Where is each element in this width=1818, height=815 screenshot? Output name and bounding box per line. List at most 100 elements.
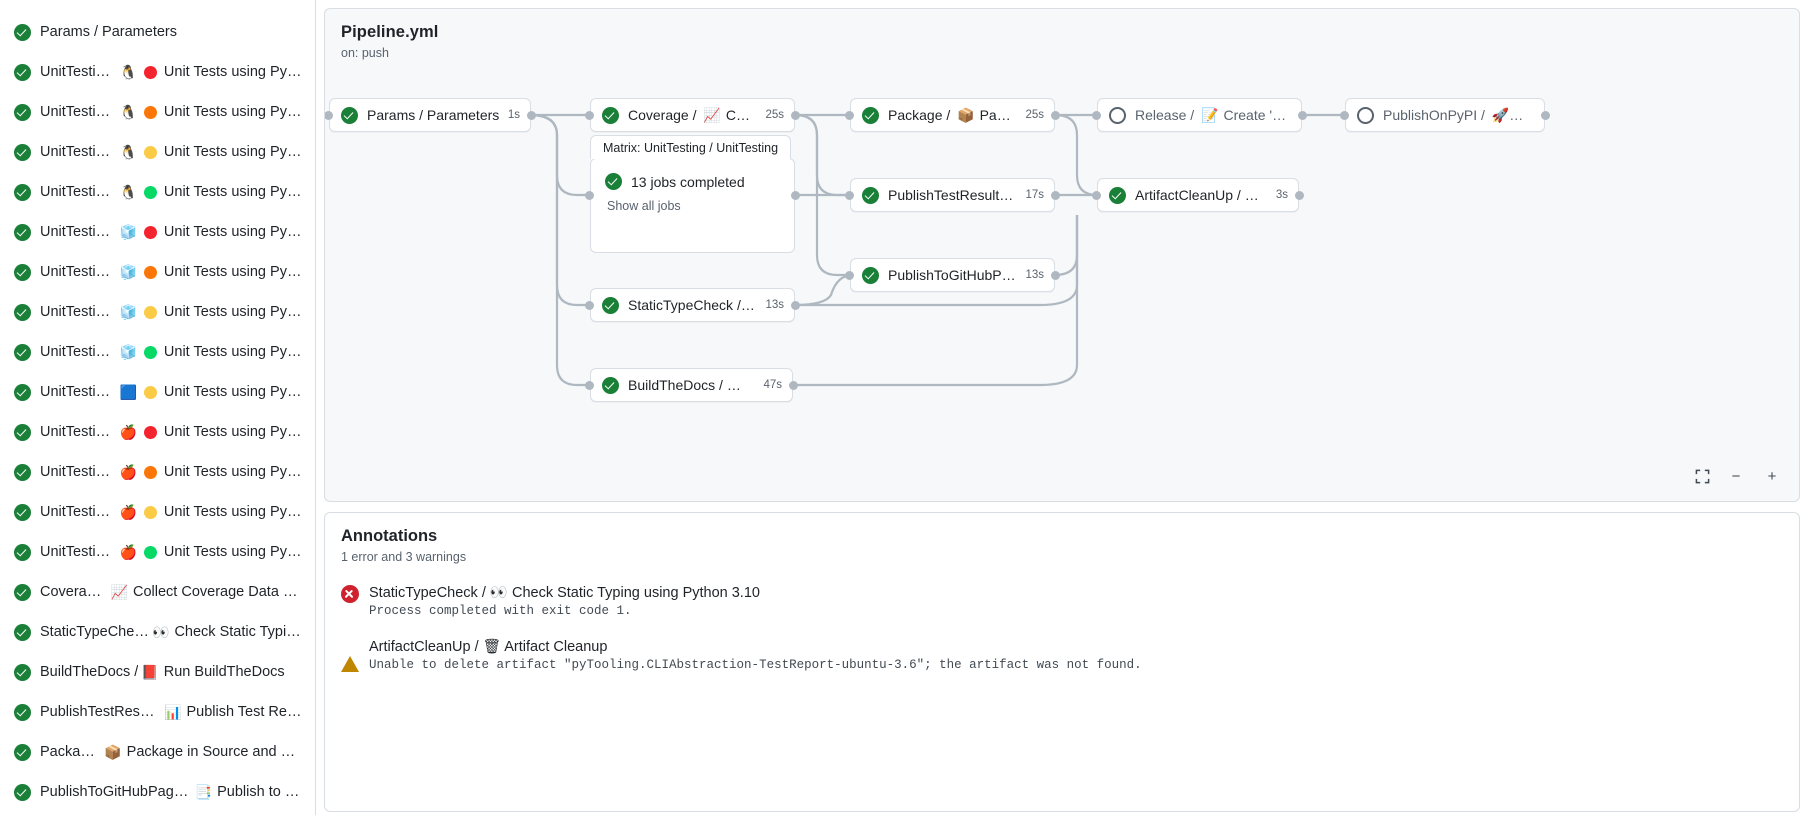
graph-node-label-secondary: Run Buil... [752,377,755,393]
status-success-icon [602,296,619,314]
graph-node-cleanup[interactable]: ArtifactCleanUp / 🗑Artifac...3s [1097,178,1299,212]
graph-node-coverage[interactable]: Coverage / 📈Collect Cove...25s [590,98,795,132]
job-emoji-icon: 🧊 [119,344,137,360]
sidebar-job-item[interactable]: Coverage / 📈Collect Coverage Data usi... [4,572,311,612]
graph-node-label-primary: StaticTypeCheck / [628,297,745,313]
job-emoji-icon: 🍎 [119,504,137,520]
graph-node-testresults[interactable]: PublishTestResults / 📊Pu...17s [850,178,1055,212]
sidebar-job-item[interactable]: UnitTesting / 🧊Unit Tests using Pyth... [4,252,311,292]
graph-node-release[interactable]: Release / 📝Create 'Release P... [1097,98,1302,132]
graph-node-duration: 17s [1025,189,1044,201]
sidebar-job-label: Package / [40,744,102,760]
sidebar-job-label-secondary: Collect Coverage Data usi... [133,584,305,600]
sidebar-job-item[interactable]: UnitTesting / 🍎Unit Tests using Pyth... [4,532,311,572]
job-emoji-icon: 🐧 [119,184,137,200]
sidebar-job-item[interactable]: Params / Parameters [4,12,311,52]
annotations-list: StaticTypeCheck / 👀 Check Static Typing … [325,564,1799,672]
sidebar-job-label: PublishTestResults / [40,704,162,720]
annotations-card: Annotations 1 error and 3 warnings Stati… [324,512,1800,812]
graph-node-builddocs[interactable]: BuildTheDocs / 📕Run Buil...47s [590,368,793,402]
sidebar-job-label: Coverage / [40,584,108,600]
os-color-dot-icon [143,105,157,119]
status-success-icon [862,106,879,124]
graph-node-ghpages[interactable]: PublishToGitHubPages / 📑...13s [850,258,1055,292]
graph-node-duration: 25s [1025,109,1044,121]
sidebar-job-item[interactable]: BuildTheDocs / 📕Run BuildTheDocs [4,652,311,692]
sidebar-job-label-secondary: Unit Tests using Pyth... [163,264,305,280]
sidebar-job-label-secondary: Run BuildTheDocs [163,664,285,680]
sidebar-job-item[interactable]: UnitTesting / 🐧Unit Tests using Pyth... [4,172,311,212]
status-pending-icon [1357,106,1374,124]
os-color-dot-icon [143,345,157,359]
graph-node-label-primary: ArtifactCleanUp / [1135,187,1245,203]
sidebar-job-label: BuildTheDocs / [40,664,139,680]
graph-node-package[interactable]: Package / 📦Package in So...25s [850,98,1055,132]
show-all-jobs-link[interactable]: Show all jobs [607,199,681,213]
job-emoji-icon: 📊 [164,704,182,720]
graph-node-label-primary: Package / [888,107,955,123]
status-success-icon [14,23,31,41]
sidebar-job-item[interactable]: UnitTesting / 🟦Unit Tests using Pyth... [4,372,311,412]
sidebar-job-item[interactable]: UnitTesting / 🧊Unit Tests using Pyth... [4,212,311,252]
graph-node-label: Params / Parameters [367,107,500,123]
status-success-icon [862,186,879,204]
sidebar-job-label-secondary: Unit Tests using Pyth... [163,64,305,80]
sidebar-job-label: UnitTesting / [40,64,117,80]
annotation-message: Unable to delete artifact "pyTooling.CLI… [369,658,1142,672]
annotations-summary: 1 error and 3 warnings [341,550,467,564]
zoom-controls[interactable]: − + [1691,465,1783,487]
sidebar-job-label-secondary: Unit Tests using Pyth... [163,424,305,440]
graph-port-in-icon [1092,191,1101,200]
sidebar-job-label: UnitTesting / [40,504,117,520]
sidebar-job-item[interactable]: UnitTesting / 🍎Unit Tests using Pyth... [4,452,311,492]
sidebar-job-item[interactable]: Package / 📦Package in Source and Wh... [4,732,311,772]
fit-screen-icon[interactable] [1691,465,1713,487]
sidebar-job-label-secondary: Package in Source and Wh... [126,744,305,760]
sidebar-job-label-secondary: Unit Tests using Pyth... [163,184,305,200]
sidebar-job-label-secondary: Publish Test Resu... [186,704,305,720]
graph-node-label-primary: BuildTheDocs / [628,377,727,393]
status-success-icon [14,503,31,521]
annotation-item[interactable]: StaticTypeCheck / 👀 Check Static Typing … [325,564,1799,618]
sidebar-job-item[interactable]: UnitTesting / 🐧Unit Tests using Pyth... [4,52,311,92]
workflow-trigger: on: push [341,46,389,60]
sidebar-job-item[interactable]: PublishTestResults / 📊Publish Test Resu.… [4,692,311,732]
sidebar-job-item[interactable]: UnitTesting / 🐧Unit Tests using Pyth... [4,132,311,172]
sidebar-job-item[interactable]: UnitTesting / 🧊Unit Tests using Pyth... [4,292,311,332]
sidebar-job-label-secondary: Check Static Typing... [174,624,305,640]
os-color-dot-icon [143,425,157,439]
graph-port-in-icon [1340,111,1349,120]
sidebar-job-item[interactable]: UnitTesting / 🍎Unit Tests using Pyth... [4,412,311,452]
sidebar-job-item[interactable]: UnitTesting / 🐧Unit Tests using Pyth... [4,92,311,132]
graph-port-out-icon [527,111,536,120]
status-success-icon [862,266,879,284]
sidebar-job-item[interactable]: UnitTesting / 🧊Unit Tests using Pyth... [4,332,311,372]
annotation-message: Process completed with exit code 1. [369,604,632,618]
graph-port-out-icon [791,111,800,120]
sidebar-job-item[interactable]: PublishToGitHubPages / 📑Publish to G... [4,772,311,812]
sidebar-job-label-secondary: Unit Tests using Pyth... [163,544,305,560]
zoom-in-button[interactable]: + [1767,467,1777,485]
os-color-dot-icon [143,545,157,559]
graph-node-pypi[interactable]: PublishOnPyPI / 🚀Publish to ... [1345,98,1545,132]
graph-node-duration: 3s [1275,189,1288,201]
status-success-icon [14,463,31,481]
graph-node-duration: 13s [765,299,784,311]
status-success-icon [14,583,31,601]
graph-port-in-icon [585,111,594,120]
job-emoji-icon: 🟦 [119,384,137,400]
annotation-severity-icon [341,585,359,603]
sidebar-job-item[interactable]: UnitTesting / 🍎Unit Tests using Pyth... [4,492,311,532]
zoom-out-button[interactable]: − [1731,467,1741,485]
graph-node-typecheck[interactable]: StaticTypeCheck / 👀Chec...13s [590,288,795,322]
annotation-item[interactable]: ArtifactCleanUp / 🗑 Artifact CleanupUnab… [325,618,1799,672]
graph-port-in-icon [325,111,333,120]
job-emoji-icon: 📕 [141,664,159,680]
sidebar-job-item[interactable]: StaticTypeCheck / 👀Check Static Typing..… [4,612,311,652]
status-success-icon [14,423,31,441]
graph-node-label-primary: PublishTestResults / [888,187,1018,203]
